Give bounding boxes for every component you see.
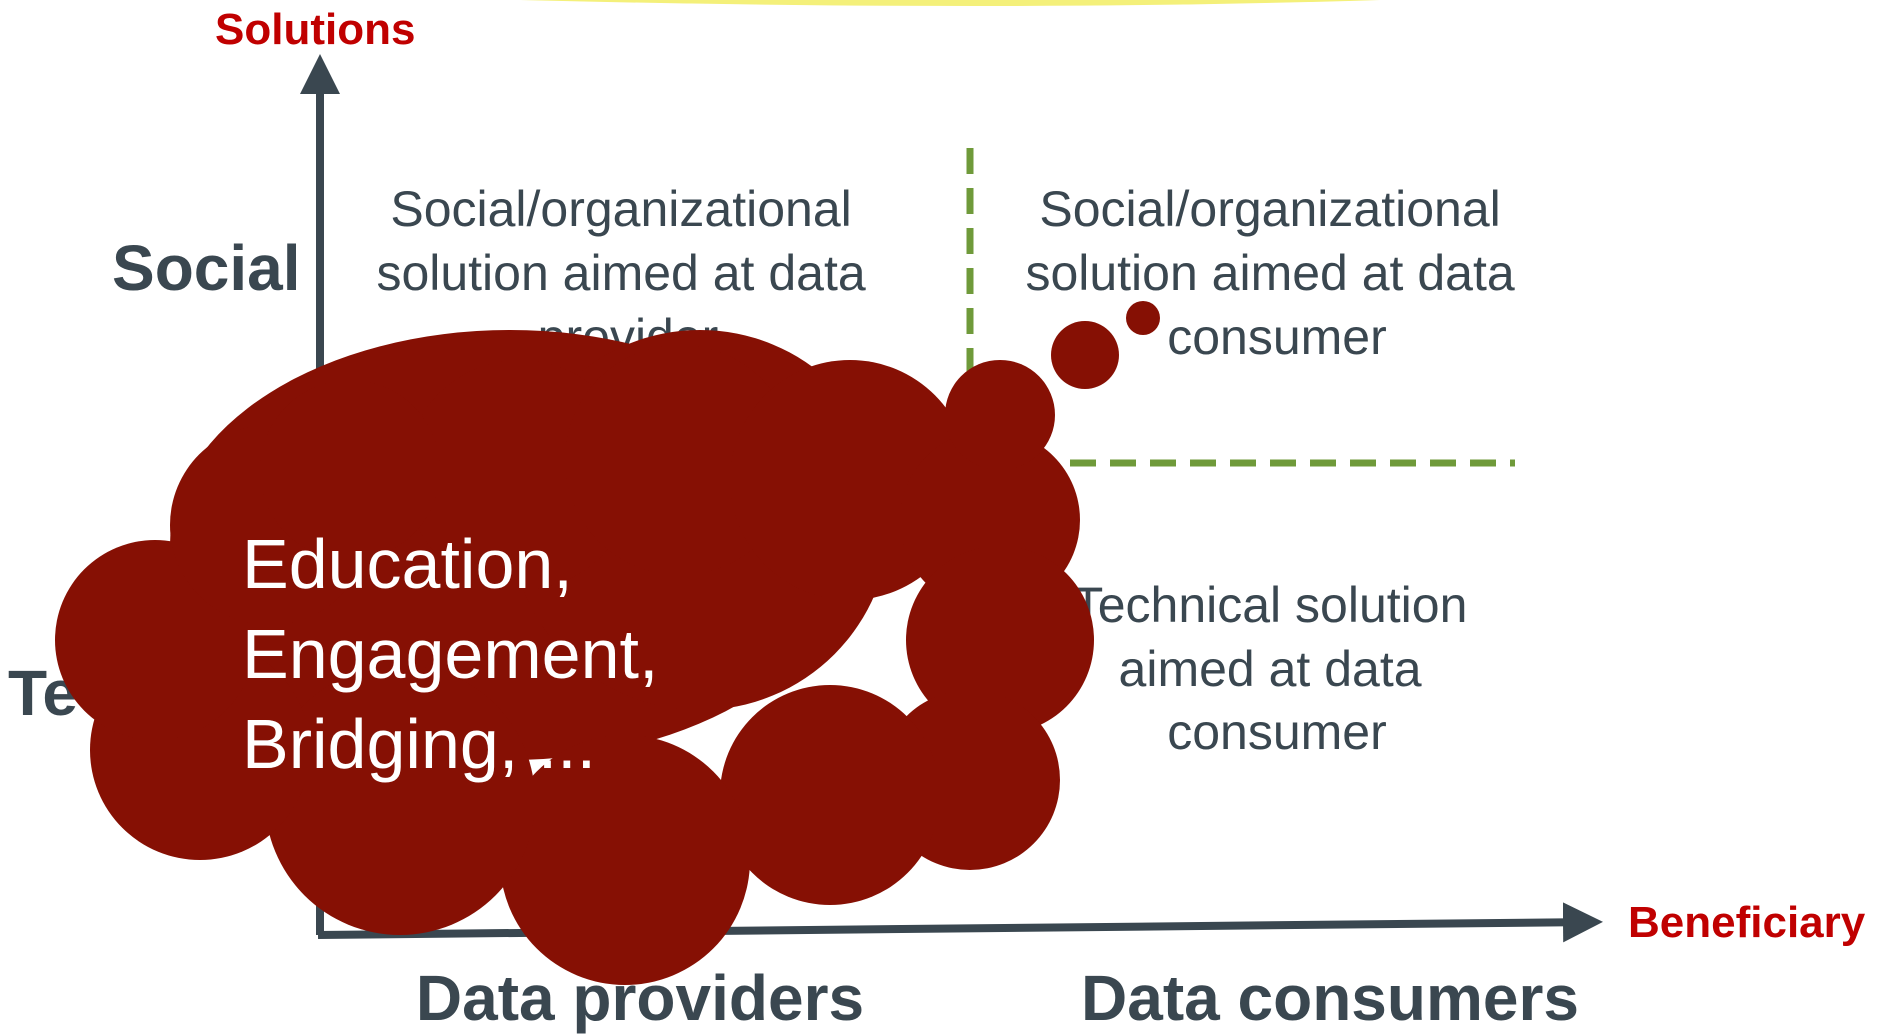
quadrant-technical-consumer: Technical solution aimed at data consume…: [1073, 577, 1482, 760]
y-axis-title: Solutions: [215, 5, 415, 54]
x-axis-title: Beneficiary: [1628, 898, 1866, 947]
cloud-text: Education, Engagement, Bridging, ...: [242, 525, 678, 783]
top-highlight: [520, 0, 1380, 6]
x-axis: [317, 902, 1603, 943]
thought-cloud: [55, 301, 1160, 985]
quadrant-social-consumer: Social/organizational solution aimed at …: [1025, 181, 1528, 365]
x-level-data-consumers: Data consumers: [1081, 962, 1579, 1034]
quadrant-social-provider: Social/organizational solution aimed at …: [376, 181, 879, 365]
y-level-social: Social: [112, 232, 301, 304]
